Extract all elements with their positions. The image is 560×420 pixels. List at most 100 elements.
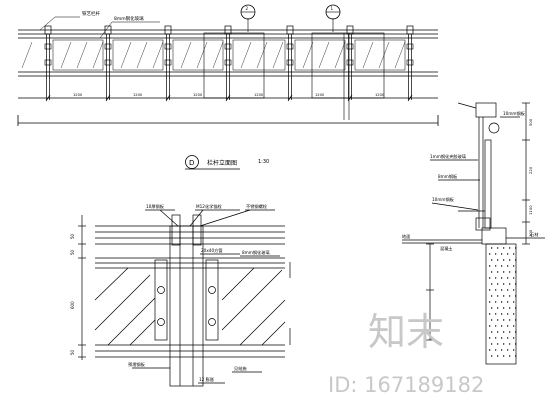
railing-section [402, 102, 545, 365]
concrete-dot [502, 295, 505, 297]
concrete-dot [494, 265, 497, 267]
glass-panel [112, 39, 164, 71]
post-cap [224, 25, 232, 35]
clamp [164, 59, 172, 66]
concrete-dot [500, 325, 503, 327]
concrete-dot [496, 355, 499, 357]
concrete-dot [494, 277, 497, 279]
concrete-dot [508, 271, 511, 273]
glass-note: 8mm钢化玻璃 [114, 15, 144, 22]
concrete-dot [494, 301, 497, 303]
leader-line [99, 21, 113, 39]
clamp [104, 59, 112, 66]
concrete-dot [502, 283, 505, 285]
concrete-dot [514, 295, 517, 297]
concrete-dot [506, 265, 509, 267]
concrete-dot [514, 307, 517, 309]
concrete-dot [514, 343, 517, 345]
concrete-dot [500, 253, 503, 255]
concrete-dot [500, 277, 503, 279]
glass-hatch [92, 41, 104, 69]
detail-dimension: 600 [70, 301, 75, 309]
glass-hatch [318, 41, 330, 69]
concrete-dot [494, 349, 497, 351]
connection-detail [78, 209, 291, 387]
section-label-plate: 10mm钢板 [432, 196, 455, 203]
leader-line [39, 16, 56, 31]
section-label-glass: 1mm钢化夹胶玻璃 [430, 153, 466, 160]
detail-label-top-mid: M12化学锚栓 [196, 203, 223, 210]
clamp [286, 43, 294, 50]
concrete-dot [500, 301, 503, 303]
concrete-dot [488, 337, 491, 339]
concrete-dot [512, 253, 515, 255]
clamp [104, 43, 112, 50]
concrete-dot [500, 289, 503, 291]
concrete-dot [506, 313, 509, 315]
detail-dimension: 50 [70, 233, 75, 239]
drawing-title: 栏杆立面图 [207, 159, 237, 167]
concrete-dot [508, 319, 511, 321]
concrete-dot [506, 277, 509, 279]
concrete-dot [488, 313, 491, 315]
concrete-dot [494, 253, 497, 255]
detail-label-bottom-note: 见结施 [234, 365, 247, 372]
concrete-dot [490, 343, 493, 345]
concrete-dot [496, 271, 499, 273]
glass-hatch [302, 41, 314, 69]
glass-hatch [256, 41, 268, 69]
glass-hatch [334, 41, 346, 69]
concrete-dot [502, 259, 505, 261]
concrete-dot [496, 247, 499, 249]
glass-hatch [394, 41, 406, 69]
concrete-dot [488, 277, 491, 279]
concrete-dot [506, 301, 509, 303]
spacing-label: 1200 [73, 93, 83, 97]
section-dimension: 300 [528, 229, 533, 237]
spacing-label: 1200 [375, 93, 385, 97]
concrete-dot [512, 325, 515, 327]
glass-hatch [362, 41, 374, 69]
post-cap [44, 25, 52, 35]
concrete-dot [508, 343, 511, 345]
concrete-dot [500, 349, 503, 351]
glass-hatch [272, 41, 284, 69]
detail-label-top-right: 不锈钢螺栓 [246, 203, 268, 210]
dim-tick [165, 94, 171, 102]
dim-tick [287, 94, 293, 102]
dim-tick [105, 94, 111, 102]
detail-label-mid-right: 8mm钢化玻璃 [242, 249, 270, 256]
concrete-dot [490, 259, 493, 261]
glass-hatch [180, 41, 192, 69]
clamp [44, 43, 52, 50]
spacing-label: 1200 [133, 93, 143, 97]
concrete-dot [488, 349, 491, 351]
concrete-dot [512, 265, 515, 267]
concrete-dot [514, 319, 517, 321]
concrete-dot [514, 331, 517, 333]
concrete-dot [508, 295, 511, 297]
clamp [346, 59, 354, 66]
concrete-dot [514, 271, 517, 273]
post-cap [104, 25, 112, 35]
handrail-note: 铁艺栏杆 [82, 10, 100, 17]
glass-hatch [196, 41, 208, 69]
section-box [203, 32, 265, 99]
concrete-dot [494, 313, 497, 315]
concrete-dot [508, 259, 511, 261]
glass-panel [172, 39, 224, 71]
section-label-top: 10mm钢板 [503, 110, 526, 117]
section-marker-number: 1 [331, 6, 334, 11]
concrete-dot [502, 343, 505, 345]
concrete-dot [488, 289, 491, 291]
concrete-dot [490, 355, 493, 357]
concrete-dot [490, 295, 493, 297]
concrete-dot [496, 295, 499, 297]
detail-label-mid-left: 20x40方管 [201, 247, 223, 254]
post-cap [346, 25, 354, 35]
concrete-dot [490, 271, 493, 273]
railing-elevation [17, 4, 439, 126]
concrete-dot [496, 259, 499, 261]
spacing-label: 1200 [193, 93, 203, 97]
concrete-dot [506, 253, 509, 255]
